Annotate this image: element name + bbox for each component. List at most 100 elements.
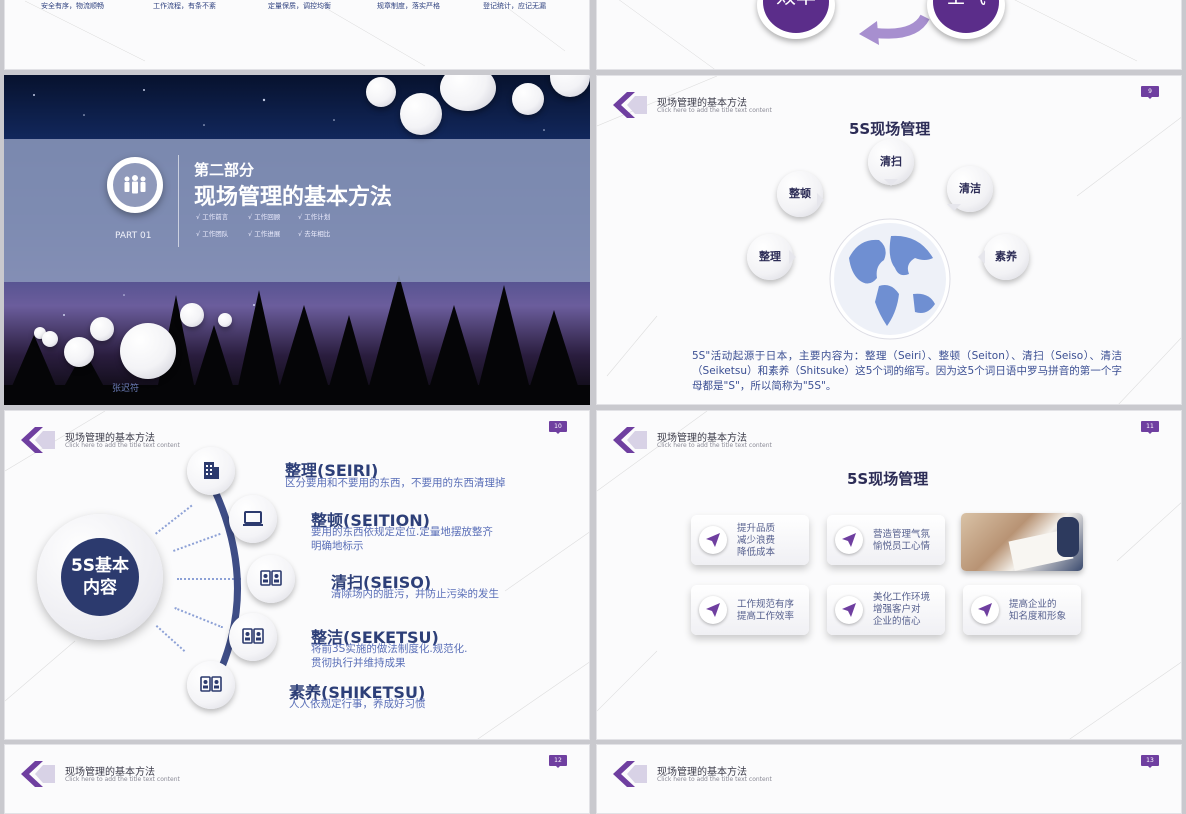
bubble	[550, 75, 590, 97]
id-card-icon	[229, 613, 277, 661]
step-desc: 人人依规定行事，养成好习惯	[289, 698, 426, 710]
building-icon	[187, 447, 235, 495]
header-subtitle: Click here to add the title text content	[657, 442, 772, 449]
section-item: √ 工作回顾	[248, 213, 281, 221]
label-1: 安全有序，物流顺畅	[41, 2, 104, 10]
team-icon	[107, 157, 163, 213]
header-title: 现场管理的基本方法	[657, 98, 747, 109]
signature: 张迟符	[112, 384, 140, 394]
slide-thumb-12[interactable]: 现场管理的基本方法 Click here to add the title te…	[4, 744, 590, 814]
bubble	[400, 93, 442, 135]
bubble	[64, 337, 94, 367]
paper-plane-icon	[835, 596, 863, 624]
chevron-logo-icon	[21, 427, 55, 453]
slide-thumb-11[interactable]: 现场管理的基本方法 Click here to add the title te…	[596, 410, 1182, 740]
label-5: 登记统计，应记无漏	[483, 2, 546, 10]
bubble	[90, 317, 114, 341]
chevron-logo-icon	[613, 427, 647, 453]
label-2: 工作流程，有条不紊	[153, 2, 216, 10]
header-subtitle: Click here to add the title text content	[65, 442, 180, 449]
cycle-arrow-icon	[859, 14, 930, 45]
step-title: 整洁(SEKETSU)	[311, 628, 439, 647]
label-4: 规章制度，落实严格	[377, 2, 440, 10]
slide-thumb-top-left[interactable]: 安全有序，物流顺畅 工作流程，有条不紊 定量保质，调控均衡 规章制度，落实严格 …	[4, 0, 590, 70]
benefit-card: 营造管理气氛 愉悦员工心情	[827, 515, 945, 565]
page-number: 12	[549, 755, 567, 768]
pin-qingsao: 清扫	[868, 139, 914, 186]
label-3: 定量保质，调控均衡	[268, 2, 331, 10]
id-card-icon	[247, 555, 295, 603]
efficiency-label: 效率	[763, 0, 829, 33]
section-item: √ 去年相比	[298, 230, 331, 238]
globe-icon	[829, 218, 951, 340]
efficiency-circle: 效率	[757, 0, 835, 39]
step-title: 素养(SHIKETSU)	[289, 683, 426, 702]
header-title: 现场管理的基本方法	[65, 433, 155, 444]
benefit-card: 提升品质 减少浪费 降低成本	[691, 515, 809, 565]
id-card-icon	[187, 661, 235, 709]
section-item: √ 工作进展	[248, 230, 281, 238]
page-number: 10	[549, 421, 567, 434]
chevron-logo-icon	[21, 761, 55, 787]
intro-paragraph: 5S"活动起源于日本，主要内容为：整理（Seiri）、整顿（Seiton）、清扫…	[692, 350, 1122, 392]
bubble	[42, 331, 58, 347]
part-label: PART 01	[115, 231, 152, 241]
paper-plane-icon	[699, 526, 727, 554]
step-title: 清扫(SEISO)	[331, 573, 432, 592]
pin-zhengli: 整理	[747, 234, 796, 280]
slide-title: 5S现场管理	[849, 120, 931, 138]
slide-thumb-section[interactable]: PART 01 第二部分 现场管理的基本方法 √ 工作前言 √ 工作回顾 √ 工…	[4, 75, 590, 405]
benefit-card: 美化工作环境 增强客户对 企业的信心	[827, 585, 945, 635]
paper-plane-icon	[971, 596, 999, 624]
step-desc: 区分要用和不要用的东西，不要用的东西清理掉	[285, 477, 506, 489]
morale-circle: 士气	[927, 0, 1005, 39]
title-band	[4, 139, 590, 282]
header-title: 现场管理的基本方法	[657, 433, 747, 444]
morale-label: 士气	[933, 0, 999, 33]
page-number: 11	[1141, 421, 1159, 434]
benefit-card: 提高企业的 知名度和形象	[963, 585, 1081, 635]
paper-plane-icon	[835, 526, 863, 554]
divider	[178, 155, 179, 247]
connector	[177, 578, 241, 580]
slide-title: 5S现场管理	[847, 470, 929, 488]
step-title: 整顿(SEITION)	[311, 511, 430, 530]
step-desc: 要用的东西依规定定位.定量地摆放整齐 明确地标示	[311, 526, 493, 552]
bubble	[366, 77, 396, 107]
stars	[4, 89, 590, 405]
slide-thumb-top-right[interactable]: 效率 士气	[596, 0, 1182, 70]
header-title: 现场管理的基本方法	[657, 767, 747, 778]
section-title: 现场管理的基本方法	[194, 185, 393, 210]
chevron-logo-icon	[613, 92, 647, 118]
bubble	[218, 313, 232, 327]
center-inner: 5S基本 内容	[61, 538, 139, 616]
center-circle: 5S基本 内容	[37, 514, 163, 640]
page-number: 13	[1141, 755, 1159, 768]
pin-suyang: 素养	[978, 234, 1029, 280]
section-item: √ 工作计划	[298, 213, 331, 221]
chevron-logo-icon	[613, 761, 647, 787]
slide-thumb-9[interactable]: 现场管理的基本方法 Click here to add the title te…	[596, 75, 1182, 405]
section-item: √ 工作团队	[196, 230, 229, 238]
bubble	[512, 83, 544, 115]
pin-qingjie: 清洁	[947, 166, 993, 212]
step-title: 整理(SEIRI)	[285, 461, 379, 480]
bubble	[120, 323, 176, 379]
paper-plane-icon	[699, 596, 727, 624]
benefit-card: 工作规范有序 提高工作效率	[691, 585, 809, 635]
page-number: 9	[1141, 86, 1159, 99]
header-subtitle: Click here to add the title text content	[657, 107, 772, 114]
slide-thumb-13[interactable]: 现场管理的基本方法 Click here to add the title te…	[596, 744, 1182, 814]
laptop-icon	[229, 495, 277, 543]
office-photo	[961, 513, 1083, 571]
bubble	[180, 303, 204, 327]
header-subtitle: Click here to add the title text content	[65, 776, 180, 783]
slide-thumb-10[interactable]: 现场管理的基本方法 Click here to add the title te…	[4, 410, 590, 740]
header-subtitle: Click here to add the title text content	[657, 776, 772, 783]
step-desc: 清除场内的脏污，并防止污染的发生	[331, 588, 499, 600]
step-desc: 将前3S实施的做法制度化.规范化. 贯彻执行并维持成果	[311, 643, 468, 669]
pin-zhengdun: 整顿	[777, 171, 824, 217]
section-item: √ 工作前言	[196, 213, 229, 221]
section-subtitle: 第二部分	[194, 161, 255, 179]
header-title: 现场管理的基本方法	[65, 767, 155, 778]
